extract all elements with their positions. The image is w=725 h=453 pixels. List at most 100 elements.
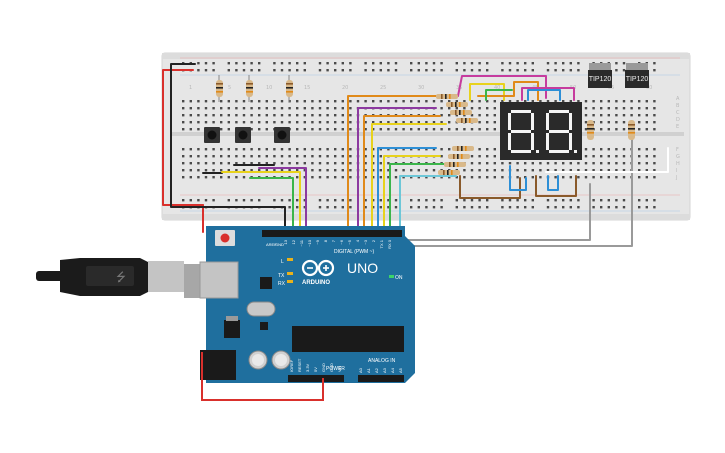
breadboard-hole[interactable] [182, 121, 185, 124]
breadboard-hole[interactable] [296, 148, 299, 151]
breadboard-hole[interactable] [630, 114, 633, 117]
breadboard-hole[interactable] [349, 155, 352, 158]
breadboard-hole[interactable] [235, 69, 238, 72]
breadboard-hole[interactable] [645, 100, 648, 103]
breadboard-hole[interactable] [387, 69, 390, 72]
breadboard-hole[interactable] [258, 62, 261, 65]
breadboard-hole[interactable] [341, 169, 344, 172]
breadboard-hole[interactable] [250, 100, 253, 103]
breadboard-hole[interactable] [607, 121, 610, 124]
breadboard-hole[interactable] [265, 128, 268, 131]
transistor-tip120[interactable]: TIP120 [588, 63, 612, 88]
breadboard-hole[interactable] [645, 162, 648, 165]
breadboard-hole[interactable] [410, 169, 413, 172]
breadboard-hole[interactable] [531, 176, 534, 179]
breadboard-hole[interactable] [470, 155, 474, 158]
breadboard-hole[interactable] [622, 62, 626, 65]
wire-brown-display[interactable] [535, 175, 577, 197]
breadboard-hole[interactable] [653, 69, 656, 72]
breadboard-hole[interactable] [501, 169, 504, 172]
breadboard-hole[interactable] [584, 107, 588, 110]
breadboard-hole[interactable] [379, 62, 382, 65]
breadboard-hole[interactable] [524, 199, 527, 202]
breadboard-hole[interactable] [562, 162, 565, 165]
breadboard-hole[interactable] [508, 62, 512, 65]
breadboard-hole[interactable] [250, 169, 253, 172]
breadboard-hole[interactable] [615, 121, 618, 124]
breadboard-hole[interactable] [645, 155, 648, 158]
breadboard-hole[interactable] [440, 199, 443, 202]
wire-teal-segment[interactable] [399, 175, 457, 233]
breadboard-hole[interactable] [478, 199, 481, 202]
breadboard-hole[interactable] [288, 121, 291, 124]
breadboard-hole[interactable] [577, 169, 580, 172]
breadboard-hole[interactable] [349, 121, 352, 124]
breadboard-hole[interactable] [303, 107, 306, 110]
breadboard-hole[interactable] [486, 128, 489, 131]
breadboard-hole[interactable] [311, 169, 314, 172]
breadboard-hole[interactable] [265, 107, 268, 110]
breadboard-hole[interactable] [318, 107, 322, 110]
breadboard-hole[interactable] [182, 169, 185, 172]
breadboard-hole[interactable] [349, 206, 352, 209]
breadboard-hole[interactable] [220, 121, 223, 124]
breadboard-hole[interactable] [562, 176, 565, 179]
breadboard-hole[interactable] [455, 176, 458, 179]
breadboard-hole[interactable] [311, 128, 314, 131]
breadboard-hole[interactable] [341, 162, 344, 165]
breadboard-hole[interactable] [372, 199, 375, 202]
breadboard-hole[interactable] [334, 100, 337, 103]
breadboard-hole[interactable] [432, 121, 436, 124]
wire-blue-display[interactable] [547, 175, 559, 191]
breadboard-hole[interactable] [531, 206, 534, 209]
breadboard-hole[interactable] [600, 176, 603, 179]
breadboard-hole[interactable] [516, 100, 519, 103]
breadboard-hole[interactable] [288, 206, 291, 209]
breadboard-hole[interactable] [448, 148, 451, 151]
breadboard-hole[interactable] [622, 155, 626, 158]
breadboard-hole[interactable] [235, 169, 238, 172]
breadboard-hole[interactable] [455, 100, 458, 103]
breadboard-hole[interactable] [592, 148, 595, 151]
breadboard-hole[interactable] [280, 107, 284, 110]
breadboard-hole[interactable] [341, 114, 344, 117]
breadboard-hole[interactable] [622, 69, 626, 72]
breadboard-hole[interactable] [478, 107, 481, 110]
resistor[interactable] [446, 102, 468, 107]
breadboard-hole[interactable] [440, 176, 443, 179]
breadboard-hole[interactable] [493, 114, 496, 117]
breadboard-hole[interactable] [455, 107, 458, 110]
breadboard-hole[interactable] [265, 169, 268, 172]
breadboard-hole[interactable] [394, 206, 398, 209]
breadboard-hole[interactable] [197, 69, 200, 72]
breadboard-hole[interactable] [242, 199, 246, 202]
wire-red-rail[interactable] [162, 69, 204, 206]
breadboard-hole[interactable] [501, 199, 504, 202]
wire-yellow-segment[interactable] [371, 123, 447, 233]
breadboard-hole[interactable] [417, 100, 420, 103]
breadboard-hole[interactable] [539, 162, 542, 165]
breadboard-hole[interactable] [653, 62, 656, 65]
breadboard-hole[interactable] [539, 169, 542, 172]
breadboard-hole[interactable] [242, 155, 246, 158]
breadboard-hole[interactable] [273, 62, 276, 65]
breadboard-hole[interactable] [212, 169, 215, 172]
breadboard-hole[interactable] [296, 121, 299, 124]
breadboard-hole[interactable] [546, 62, 550, 65]
breadboard-hole[interactable] [220, 128, 223, 131]
breadboard-hole[interactable] [493, 169, 496, 172]
breadboard-hole[interactable] [303, 114, 306, 117]
breadboard-hole[interactable] [645, 169, 648, 172]
breadboard-hole[interactable] [318, 162, 322, 165]
breadboard-hole[interactable] [235, 100, 238, 103]
breadboard-hole[interactable] [212, 176, 215, 179]
breadboard-hole[interactable] [235, 155, 238, 158]
breadboard-hole[interactable] [273, 199, 276, 202]
breadboard-hole[interactable] [265, 114, 268, 117]
breadboard-hole[interactable] [486, 162, 489, 165]
breadboard-hole[interactable] [387, 128, 390, 131]
breadboard-hole[interactable] [250, 128, 253, 131]
breadboard-hole[interactable] [341, 128, 344, 131]
breadboard-hole[interactable] [486, 199, 489, 202]
breadboard-hole[interactable] [569, 100, 572, 103]
